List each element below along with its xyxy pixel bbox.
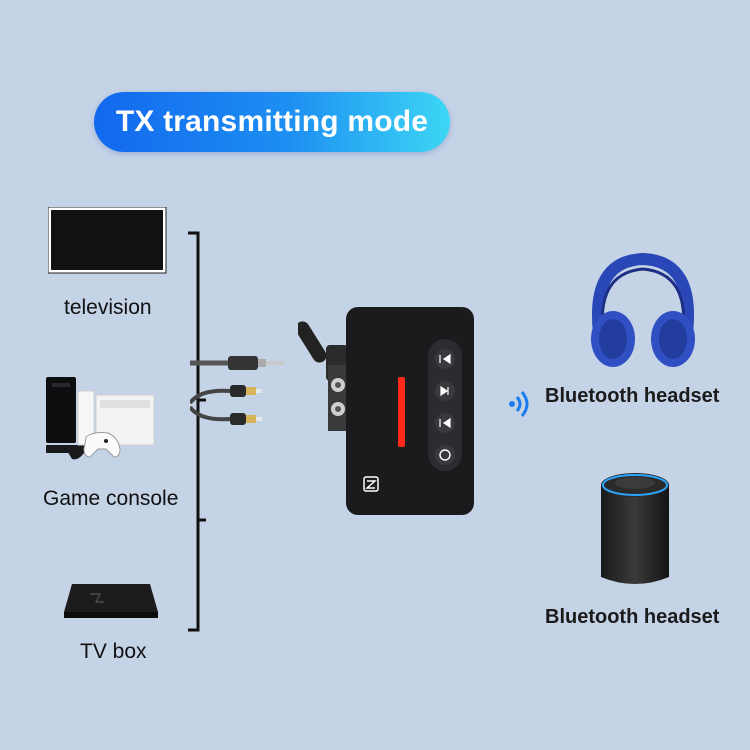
mode-title-pill: TX transmitting mode bbox=[94, 92, 450, 152]
output-label-speaker: Bluetooth headset bbox=[545, 606, 720, 628]
output-label-headphones: Bluetooth headset bbox=[545, 385, 720, 407]
source-label-tv-box: TV box bbox=[80, 640, 147, 663]
tv-box-icon bbox=[62, 580, 160, 622]
game-console-icon bbox=[44, 375, 159, 465]
speaker-icon bbox=[595, 465, 675, 591]
source-label-television: television bbox=[64, 296, 152, 319]
audio-cables bbox=[190, 356, 284, 425]
wireless-signal-icon bbox=[508, 387, 532, 421]
bluetooth-transmitter-device bbox=[298, 305, 478, 520]
source-label-game-console: Game console bbox=[43, 487, 179, 510]
headphones-icon bbox=[583, 253, 703, 371]
television-icon bbox=[48, 207, 168, 275]
mode-title: TX transmitting mode bbox=[115, 105, 429, 138]
source-bracket bbox=[188, 231, 206, 632]
